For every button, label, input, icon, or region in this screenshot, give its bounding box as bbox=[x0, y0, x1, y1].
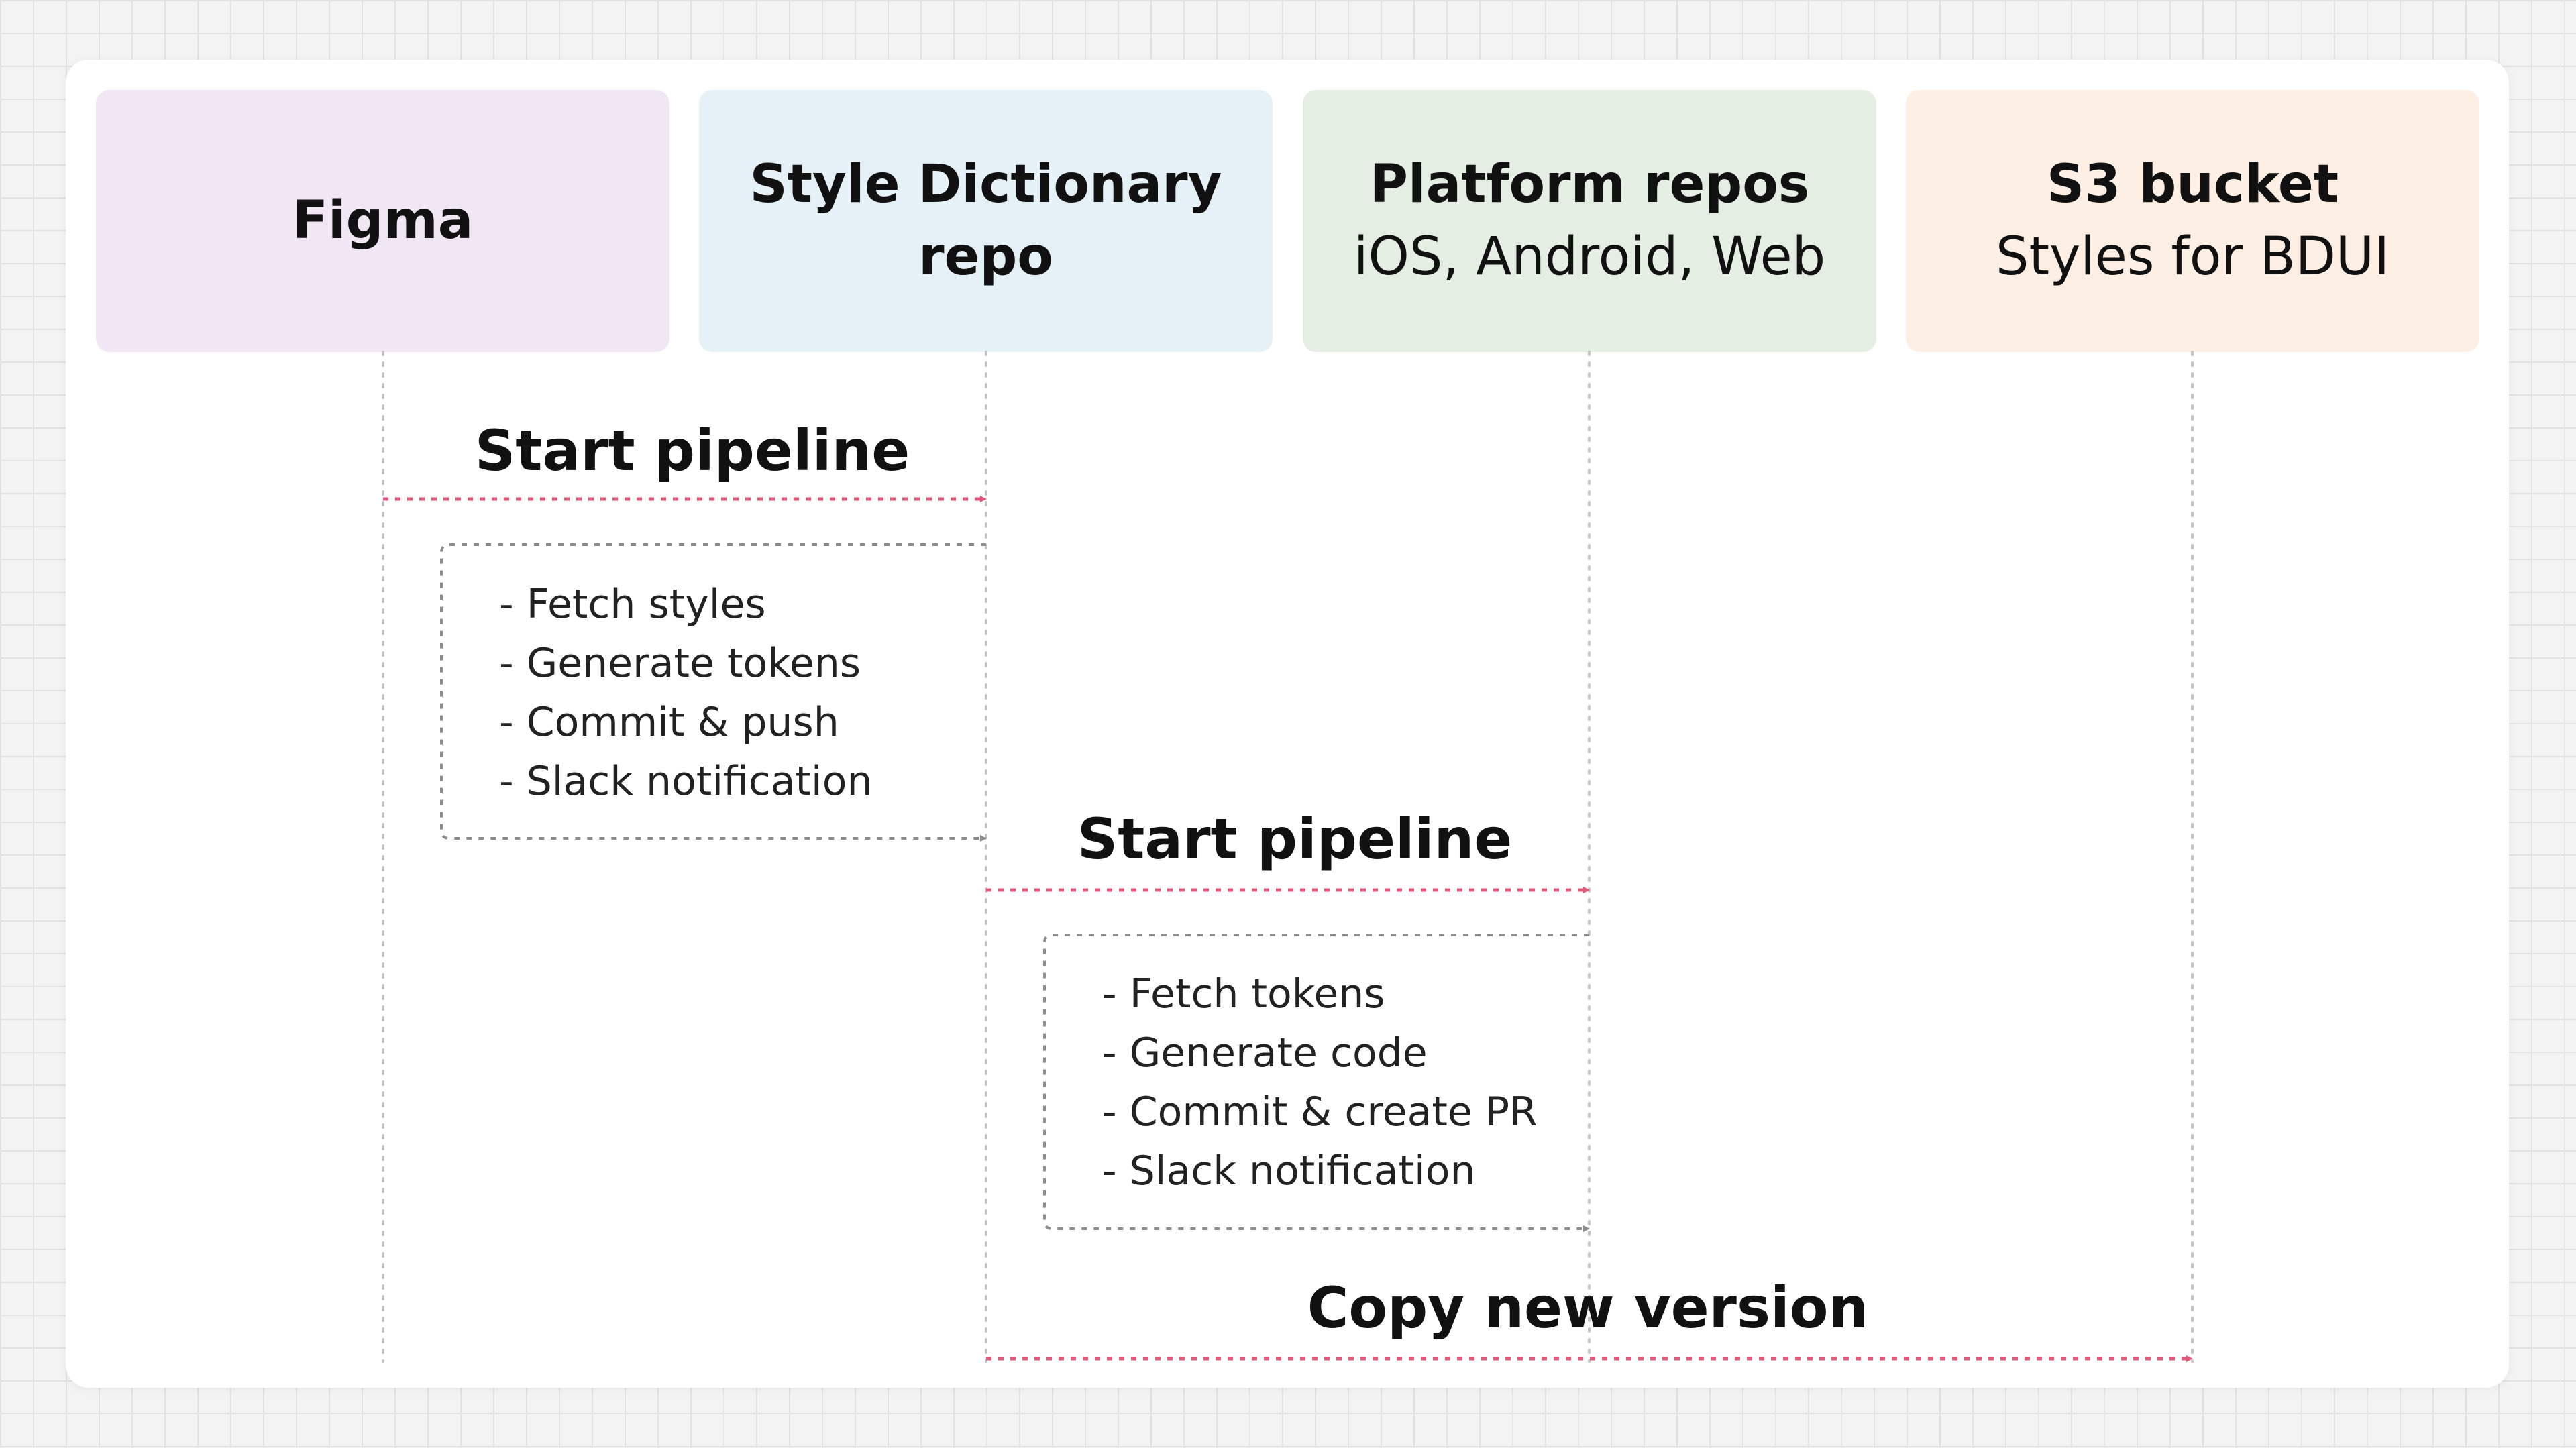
step-item: - Generate tokens bbox=[499, 640, 861, 687]
step-list-style-dictionary: - Fetch styles - Generate tokens - Commi… bbox=[499, 575, 872, 811]
step-item: - Fetch styles bbox=[499, 581, 766, 628]
message-label-start-pipeline-2: Start pipeline bbox=[1077, 806, 1513, 872]
step-item: - Generate code bbox=[1102, 1029, 1428, 1076]
lane-subtitle-s3-bucket: Styles for BDUI bbox=[1995, 226, 2390, 287]
step-item: - Commit & create PR bbox=[1102, 1089, 1538, 1135]
lane-title-platform-repos: Platform repos bbox=[1369, 154, 1810, 215]
lane-title-figma: Figma bbox=[292, 190, 474, 251]
step-item: - Fetch tokens bbox=[1102, 970, 1385, 1017]
step-list-platform-repos: - Fetch tokens - Generate code - Commit … bbox=[1102, 964, 1538, 1201]
lane-header-figma: Figma bbox=[96, 90, 669, 352]
message-label-copy-new-version: Copy new version bbox=[1307, 1275, 1869, 1341]
lane-header-style-dictionary: Style Dictionary repo bbox=[699, 90, 1273, 352]
activation-box-platform-repos bbox=[1043, 934, 1590, 1232]
message-label-start-pipeline-1: Start pipeline bbox=[474, 418, 910, 484]
step-item: - Slack notification bbox=[499, 758, 873, 805]
step-item: - Commit & push bbox=[499, 699, 839, 746]
lane-subtitle-platform-repos: iOS, Android, Web bbox=[1353, 226, 1826, 287]
step-item: - Slack notification bbox=[1102, 1148, 1476, 1194]
activation-box-style-dictionary bbox=[440, 543, 987, 842]
lane-title-style-dictionary: Style Dictionary repo bbox=[749, 154, 1222, 287]
lane-header-s3-bucket: S3 bucket Styles for BDUI bbox=[1906, 90, 2479, 352]
lane-header-platform-repos: Platform repos iOS, Android, Web bbox=[1303, 90, 1876, 352]
lane-title-s3-bucket: S3 bucket bbox=[2046, 154, 2339, 215]
